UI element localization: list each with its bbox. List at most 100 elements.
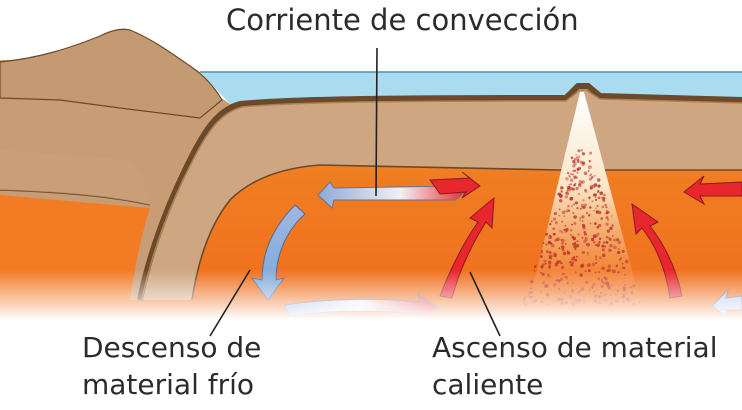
magma-particle bbox=[604, 245, 606, 248]
magma-particle bbox=[611, 215, 613, 217]
magma-particle bbox=[582, 199, 585, 202]
magma-particle bbox=[563, 228, 566, 232]
magma-particle bbox=[594, 198, 598, 201]
magma-particle bbox=[540, 255, 543, 258]
magma-particle bbox=[583, 231, 586, 234]
magma-particle bbox=[597, 223, 602, 228]
magma-particle bbox=[589, 206, 592, 209]
label-ascent-line1: Ascenso de material bbox=[432, 331, 718, 364]
magma-particle bbox=[611, 224, 614, 227]
magma-particle bbox=[572, 243, 575, 246]
magma-particle bbox=[569, 178, 574, 182]
magma-particle bbox=[583, 240, 587, 244]
magma-particle bbox=[598, 256, 602, 260]
magma-particle bbox=[617, 248, 620, 251]
magma-particle bbox=[570, 173, 572, 176]
magma-particle bbox=[570, 229, 573, 232]
magma-particle bbox=[572, 236, 576, 241]
leader-line-descent bbox=[209, 269, 251, 337]
magma-particle bbox=[581, 180, 586, 184]
magma-particle bbox=[609, 243, 613, 248]
magma-particle bbox=[549, 234, 552, 237]
magma-particle bbox=[586, 251, 589, 254]
magma-particle bbox=[579, 219, 582, 222]
magma-particle bbox=[581, 152, 586, 156]
magma-particle bbox=[572, 169, 574, 172]
magma-particle bbox=[601, 205, 605, 209]
magma-particle bbox=[593, 209, 595, 212]
magma-particle bbox=[584, 236, 587, 239]
magma-particle bbox=[547, 240, 552, 245]
magma-particle bbox=[575, 156, 578, 159]
magma-particle bbox=[561, 210, 566, 215]
magma-particle bbox=[586, 212, 588, 214]
label-ascent-line2: caliente bbox=[432, 368, 544, 401]
magma-particle bbox=[580, 181, 584, 184]
leader-line-ascent bbox=[469, 271, 501, 337]
arrow-right-top bbox=[683, 175, 742, 206]
magma-particle bbox=[558, 214, 561, 217]
magma-particle bbox=[564, 243, 567, 245]
magma-particle bbox=[599, 191, 604, 196]
magma-particle bbox=[589, 151, 593, 155]
magma-particle bbox=[596, 243, 600, 247]
magma-particle bbox=[605, 235, 609, 239]
arrow-top-right-red bbox=[429, 171, 481, 199]
magma-particle bbox=[577, 158, 580, 161]
magma-particle bbox=[554, 221, 558, 225]
magma-particle bbox=[558, 247, 561, 250]
magma-particle bbox=[575, 255, 578, 258]
magma-particle bbox=[540, 265, 544, 269]
magma-particle bbox=[573, 245, 577, 249]
magma-particle bbox=[565, 209, 569, 213]
magma-particle bbox=[621, 266, 624, 269]
magma-particle bbox=[566, 189, 569, 192]
magma-particle bbox=[572, 164, 576, 168]
magma-particle bbox=[581, 163, 585, 167]
magma-particle bbox=[553, 253, 557, 258]
magma-particle bbox=[571, 223, 573, 226]
magma-particle bbox=[609, 249, 612, 252]
magma-particle bbox=[602, 241, 606, 244]
magma-particle bbox=[548, 254, 552, 258]
magma-particle bbox=[545, 232, 549, 236]
magma-particle bbox=[595, 207, 597, 210]
magma-particle bbox=[568, 174, 571, 177]
magma-particle bbox=[552, 217, 557, 221]
magma-particle bbox=[605, 222, 609, 226]
magma-particle bbox=[621, 249, 625, 253]
magma-particle bbox=[569, 261, 572, 264]
magma-particle bbox=[601, 196, 605, 200]
magma-particle bbox=[609, 226, 613, 231]
magma-particle bbox=[549, 223, 552, 226]
magma-particle bbox=[581, 215, 585, 219]
magma-particle bbox=[573, 203, 576, 206]
magma-particle bbox=[548, 260, 551, 262]
magma-particle bbox=[572, 211, 575, 215]
magma-particle bbox=[572, 159, 576, 164]
magma-particle bbox=[615, 264, 619, 267]
magma-particle bbox=[596, 225, 600, 229]
magma-particle bbox=[545, 243, 548, 246]
magma-particle bbox=[613, 245, 617, 250]
magma-particle bbox=[533, 265, 537, 268]
magma-particle bbox=[597, 189, 600, 192]
magma-particle bbox=[587, 213, 591, 217]
magma-particle bbox=[576, 206, 579, 210]
magma-particle bbox=[593, 174, 596, 177]
magma-particle bbox=[598, 241, 601, 244]
magma-particle bbox=[602, 198, 606, 202]
magma-particle bbox=[587, 169, 590, 172]
magma-particle bbox=[602, 245, 605, 248]
magma-particle bbox=[582, 224, 586, 229]
magma-particle bbox=[581, 236, 584, 239]
magma-particle bbox=[540, 251, 543, 254]
magma-particle bbox=[597, 196, 601, 200]
magma-particle bbox=[606, 229, 611, 233]
magma-particle bbox=[621, 262, 624, 265]
magma-particle bbox=[566, 171, 570, 175]
magma-particle bbox=[561, 220, 564, 223]
magma-particle bbox=[608, 238, 612, 241]
magma-particle bbox=[605, 240, 609, 244]
magma-particle bbox=[560, 238, 563, 241]
